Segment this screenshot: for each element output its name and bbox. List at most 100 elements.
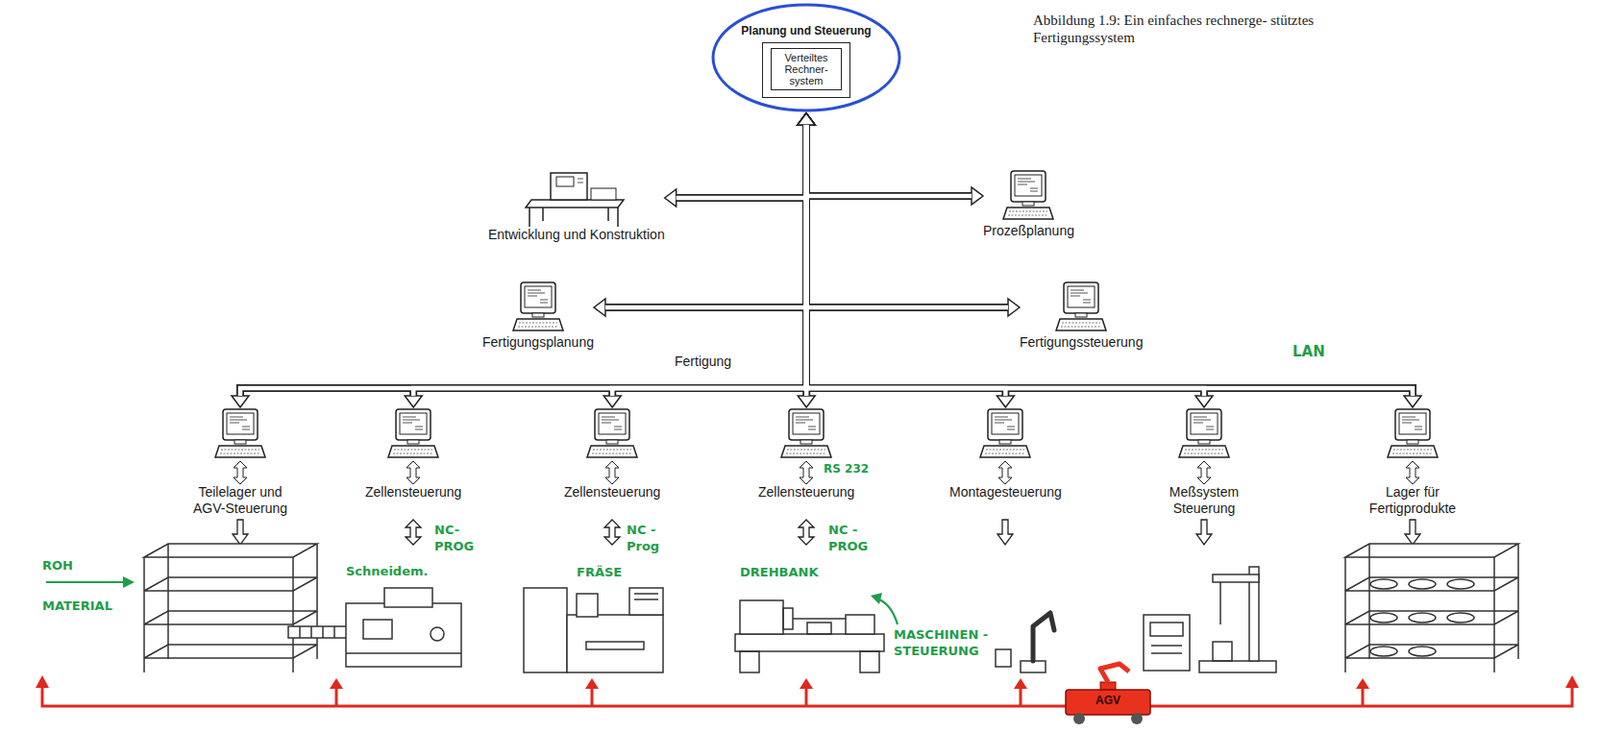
node-text: Montagesteuerung [949, 484, 1062, 501]
computer-node: Meßsystem Steuerung [1162, 407, 1246, 517]
connector-core [612, 124, 807, 396]
cabinet-panel: Verteiltes Rechner- system [770, 48, 842, 91]
connector-core [806, 124, 972, 197]
connector-outline [676, 124, 807, 198]
computer-cabinet: Verteiltes Rechner- system [762, 42, 851, 99]
icon-holder [564, 407, 661, 485]
connector-outline [605, 124, 807, 308]
node-text: Zellensteuerung [365, 484, 462, 501]
computer-node: Fertigungssteuerung [1019, 280, 1143, 351]
connector-core [605, 124, 807, 308]
arrowhead [404, 395, 422, 408]
connector [404, 113, 815, 408]
agv-track [35, 675, 1579, 707]
connector-core [806, 124, 1006, 396]
computer-node: Entwicklung und Konstruktion [488, 167, 665, 244]
node-text: Verteiltes Rechner- system [771, 51, 841, 87]
icon-holder [949, 407, 1062, 485]
annotation: Schneidem. [345, 563, 428, 580]
connector-core [806, 124, 1009, 308]
agv-node: AGV [1061, 661, 1155, 727]
connector [797, 113, 1422, 408]
node-text: AGV [1061, 693, 1155, 709]
annotation: DREHBANK [739, 564, 819, 581]
computer-node: Prozeßplanung [983, 169, 1075, 240]
connector [797, 113, 1014, 408]
arrowhead [1403, 395, 1422, 408]
connector-outline [806, 124, 1205, 396]
icon-holder [983, 169, 1075, 223]
computer-icon [1177, 407, 1231, 485]
computer-node: Montagesteuerung [949, 407, 1062, 501]
connector-outline [806, 124, 1006, 396]
connector-core [413, 124, 807, 396]
connector-outline [240, 124, 807, 396]
node-text: Fertigungsplanung [482, 334, 594, 351]
icon-holder [482, 280, 594, 335]
system-node: Planung und SteuerungVerteiltes Rechner-… [710, 1, 903, 114]
connector-outline [413, 124, 807, 396]
arrowhead [603, 395, 621, 408]
computer-icon [511, 280, 566, 335]
arrowhead [1008, 298, 1020, 317]
icon-holder [1019, 280, 1143, 335]
connector [664, 113, 815, 207]
node-text: Fertigungssteuerung [1019, 334, 1143, 351]
arrowhead [797, 113, 815, 125]
arrowhead [1195, 395, 1213, 408]
annotation: MASCHINEN -STEUERUNG [893, 626, 994, 660]
node-heading: Planung und Steuerung [710, 23, 903, 39]
node-text: Zellensteuerung [758, 484, 855, 501]
connector [797, 113, 984, 205]
connector-outline [806, 124, 1413, 396]
hollow-arrows [232, 519, 1421, 545]
computer-icon [585, 407, 640, 485]
annotation: ROH [42, 557, 74, 574]
connector-outline [806, 124, 1009, 308]
connector [593, 113, 815, 317]
figure-caption: Abbildung 1.9: Ein einfaches rechnerge- … [1033, 11, 1341, 47]
computer-node: Zellensteuerung [365, 407, 462, 501]
computer-icon [1054, 280, 1108, 335]
node-text: Entwicklung und Konstruktion [488, 226, 665, 244]
connector [231, 113, 815, 408]
icon-holder [186, 407, 295, 485]
annotation: LAN [1292, 344, 1326, 361]
node-text: Meßsystem Steuerung [1162, 484, 1246, 517]
machines [144, 543, 1519, 673]
arrowhead [971, 187, 984, 205]
connector [797, 113, 1020, 317]
connector-core [806, 124, 1413, 396]
icon-holder [1361, 407, 1464, 485]
icon-holder [365, 407, 462, 485]
annotation: MATERIAL [42, 597, 113, 615]
connector-core [676, 124, 807, 198]
computer-node: Zellensteuerung [564, 407, 661, 501]
arrowhead [797, 113, 815, 125]
computer-node: Fertigungsplanung [482, 280, 594, 351]
connector-outline [612, 124, 807, 396]
icon-holder [1162, 407, 1246, 485]
node-text: Prozeßplanung [983, 222, 1075, 240]
computer-icon [1001, 169, 1056, 223]
arrowhead [231, 395, 249, 408]
arrowhead [797, 113, 815, 125]
arrowhead [797, 113, 815, 125]
annotation: NC- PROG [434, 521, 483, 555]
computer-node: Zellensteuerung [758, 407, 855, 501]
arrowhead [797, 113, 815, 125]
connector [797, 113, 1213, 408]
arrowhead [797, 113, 815, 125]
arrowhead [797, 395, 815, 408]
connector [603, 113, 815, 408]
arrowhead [593, 298, 606, 317]
annotation: FRÄSE [576, 564, 622, 581]
connector-core [806, 124, 1205, 396]
workstation-icon [523, 167, 630, 227]
computer-node: Lager für Fertigprodukte [1361, 407, 1464, 517]
arrowhead [797, 113, 815, 125]
arrowhead [797, 113, 815, 125]
green-annotation-arrows [46, 576, 898, 625]
node-text: Lager für Fertigprodukte [1361, 484, 1464, 517]
